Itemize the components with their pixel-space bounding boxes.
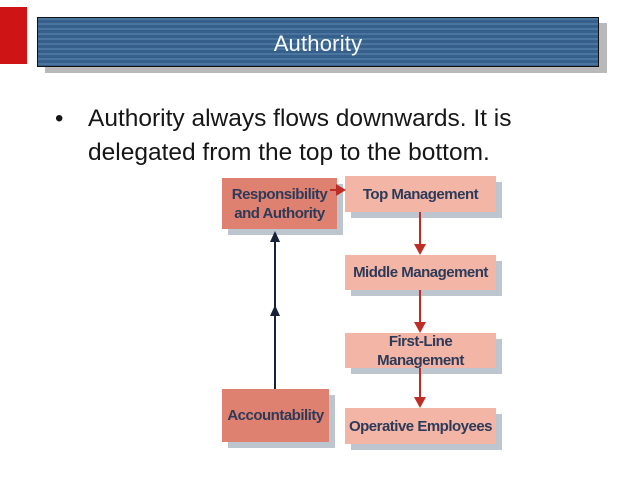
bullet-marker: • xyxy=(55,105,64,132)
accountability-box: Accountability xyxy=(222,389,329,442)
bullet-item: • Authority always flows downwards. It i… xyxy=(55,102,565,170)
arrow-line xyxy=(330,189,338,191)
title-banner: Authority xyxy=(37,17,599,67)
arrow-line xyxy=(419,368,421,398)
arrow-head-down-icon xyxy=(414,322,426,333)
level-box-operative-employees: Operative Employees xyxy=(345,408,496,444)
bullet-text: Authority always flows downwards. It is … xyxy=(88,105,512,166)
arrow-head-up-icon xyxy=(270,305,280,316)
level-box-first-line-management: First-Line Management xyxy=(345,333,496,369)
responsibility-authority-box: Responsibility and Authority xyxy=(222,178,337,229)
corner-accent-bar xyxy=(0,7,27,64)
level-box-top-management: Top Management xyxy=(345,176,496,212)
slide-title: Authority xyxy=(273,30,363,56)
arrow-line xyxy=(419,212,421,245)
arrow-head-down-icon xyxy=(414,397,426,408)
arrow-head-right-icon xyxy=(336,184,346,196)
arrow-line xyxy=(419,290,421,323)
arrow-head-up-icon xyxy=(270,231,280,242)
level-box-middle-management: Middle Management xyxy=(345,255,496,290)
arrow-head-down-icon xyxy=(414,244,426,255)
